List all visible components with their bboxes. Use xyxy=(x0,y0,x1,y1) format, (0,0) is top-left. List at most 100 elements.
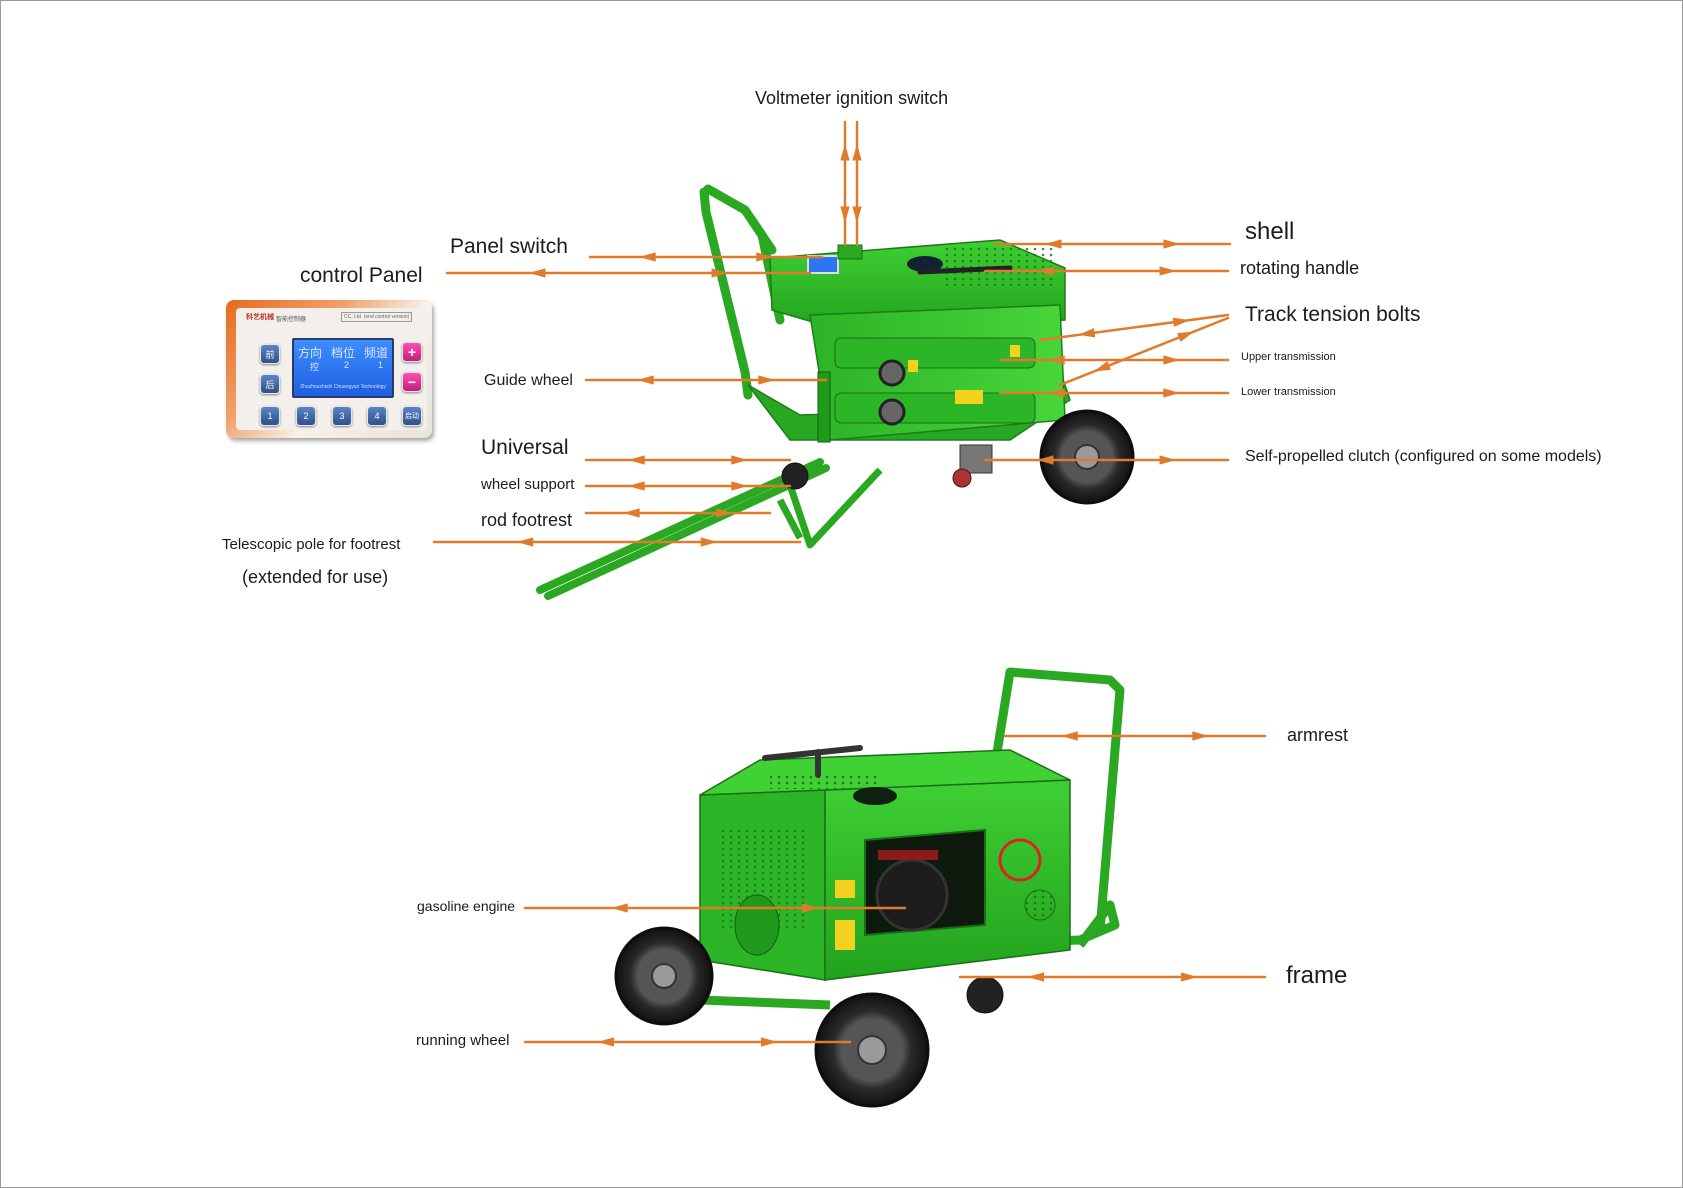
control-panel-title: 智能控制器 xyxy=(276,317,307,323)
arrowhead-universal xyxy=(731,455,748,465)
forward-key[interactable]: 前 xyxy=(260,344,280,364)
label-frame: frame xyxy=(1286,962,1348,989)
top-warning-sticker-3 xyxy=(955,390,983,404)
label-voltmeter-ignition-switch: Voltmeter ignition switch xyxy=(755,88,949,108)
label-control-panel: control Panel xyxy=(300,264,423,287)
label-rotating-handle: rotating handle xyxy=(1240,258,1360,278)
arrowhead-lower-transmission xyxy=(1163,388,1180,398)
number-key-1[interactable]: 1 xyxy=(260,406,280,426)
top-upper-roller xyxy=(878,359,906,387)
arrowhead-wheel-support xyxy=(731,481,748,491)
label-gasoline-engine: gasoline engine xyxy=(417,898,516,914)
top-upper-track xyxy=(834,337,1036,369)
control-panel-brand: 科艺机械 xyxy=(246,314,274,321)
top-mounted-panel xyxy=(807,255,839,274)
top-footrest-frame xyxy=(776,467,883,549)
label-self-propelled-clutch: Self-propelled clutch (configured on som… xyxy=(1245,448,1602,465)
control-panel-subtitle: CC, Ltd. (end control version) xyxy=(341,312,413,322)
arrowhead-wheel-support xyxy=(628,481,645,491)
bottom-caster-wheel xyxy=(966,976,1004,1014)
control-panel-face: 科艺机械 智能控制器 CC, Ltd. (end control version… xyxy=(236,308,427,430)
arrowhead-guide-wheel xyxy=(758,375,775,385)
label-upper-transmission: Upper transmission xyxy=(1241,351,1336,363)
lcd-footer: Zhuzhouzhishi Chuangyun Technology xyxy=(300,384,386,390)
arrowhead-upper-transmission xyxy=(1048,355,1065,365)
bottom-running-wheel-hub xyxy=(857,1035,887,1065)
leader-arrows xyxy=(432,120,1267,1047)
label-lower-transmission: Lower transmission xyxy=(1241,386,1336,398)
bottom-armrest xyxy=(990,667,1125,935)
arrowhead-panel-switch xyxy=(639,252,656,262)
arrowhead-upper-transmission xyxy=(1163,355,1180,365)
label-wheel-support: wheel support xyxy=(481,476,575,493)
arrowhead-control-panel xyxy=(711,268,729,278)
number-key-3[interactable]: 3 xyxy=(332,406,352,426)
arrowhead-panel-switch xyxy=(756,252,773,262)
bottom-warning-sticker-2 xyxy=(835,920,855,950)
lcd-header-gear: 档位 xyxy=(331,346,356,360)
bottom-rear-wheel-hub xyxy=(651,963,677,989)
number-key-4[interactable]: 4 xyxy=(367,406,387,426)
arrowhead-universal xyxy=(628,455,645,465)
bottom-machine xyxy=(614,667,1125,1108)
bottom-engine-cover xyxy=(875,858,949,932)
arrowhead-running-wheel xyxy=(597,1037,614,1047)
arrowhead-frame xyxy=(1027,972,1044,982)
label-telescopic-pole: Telescopic pole for footrest xyxy=(222,536,401,553)
arrowhead-track-bolt-lower xyxy=(1177,331,1195,342)
label-guide-wheel: Guide wheel xyxy=(484,372,573,389)
arrowhead-clutch xyxy=(1159,455,1177,465)
arrowhead-gasoline-engine xyxy=(802,903,819,913)
arrowhead-gasoline-engine xyxy=(611,903,628,913)
arrowhead-clutch xyxy=(1036,455,1054,465)
arrowhead-frame xyxy=(1181,972,1198,982)
start-key[interactable]: 启动 xyxy=(402,406,422,426)
top-housing-port xyxy=(907,256,943,272)
arrowhead-shell xyxy=(1163,239,1181,249)
arrowhead-running-wheel xyxy=(761,1037,778,1047)
arrowhead-track-bolt-upper xyxy=(1078,328,1096,338)
arrowhead-voltmeter-up-2 xyxy=(852,206,862,224)
label-running-wheel: running wheel xyxy=(416,1032,510,1049)
number-key-2[interactable]: 2 xyxy=(296,406,316,426)
top-lower-track xyxy=(834,392,1036,424)
bottom-fan-grille xyxy=(1024,889,1056,921)
arrowhead-rotating-handle xyxy=(1159,266,1177,276)
top-warning-sticker-2 xyxy=(1010,345,1020,357)
top-warning-sticker-1 xyxy=(908,360,918,372)
bottom-warning-sticker-1 xyxy=(835,880,855,898)
top-rotating-handle xyxy=(917,265,1013,275)
arrowhead-rod-footrest xyxy=(716,508,733,518)
arrowhead-telescopic-pole xyxy=(516,537,534,547)
reverse-key[interactable]: 后 xyxy=(260,374,280,394)
arrowhead-rod-footrest xyxy=(623,508,640,518)
label-extended-for-use: (extended for use) xyxy=(242,567,389,587)
top-clutch-knob xyxy=(952,468,972,488)
lcd-header-direction: 方向 xyxy=(298,346,323,360)
label-universal: Universal xyxy=(481,436,569,459)
label-shell: shell xyxy=(1245,218,1295,245)
arrowhead-voltmeter-up-1 xyxy=(840,206,850,224)
top-running-wheel-hub xyxy=(1074,444,1100,470)
top-guide-post xyxy=(817,371,831,443)
arrowhead-control-panel xyxy=(528,268,546,278)
top-handle-bar xyxy=(699,184,785,400)
arrowhead-track-bolt-upper xyxy=(1172,317,1190,327)
arrowhead-armrest xyxy=(1192,731,1209,741)
top-footrest-pole xyxy=(536,458,830,600)
lcd-value-direction: 控 xyxy=(310,362,320,372)
label-panel-switch: Panel switch xyxy=(450,235,568,258)
leader-line-track-bolt-lower xyxy=(1058,316,1230,387)
top-ignition-box xyxy=(837,244,863,260)
leader-line-track-bolt-upper xyxy=(1038,313,1230,342)
minus-key[interactable]: − xyxy=(402,372,422,392)
arrowhead-armrest xyxy=(1061,731,1078,741)
bottom-t-handle xyxy=(762,745,863,778)
lcd-value-channel: 1 xyxy=(378,360,384,370)
arrowhead-telescopic-pole xyxy=(700,537,718,547)
bottom-side-opening xyxy=(734,894,780,956)
plus-key[interactable]: + xyxy=(402,342,422,362)
bottom-logo xyxy=(998,838,1042,882)
